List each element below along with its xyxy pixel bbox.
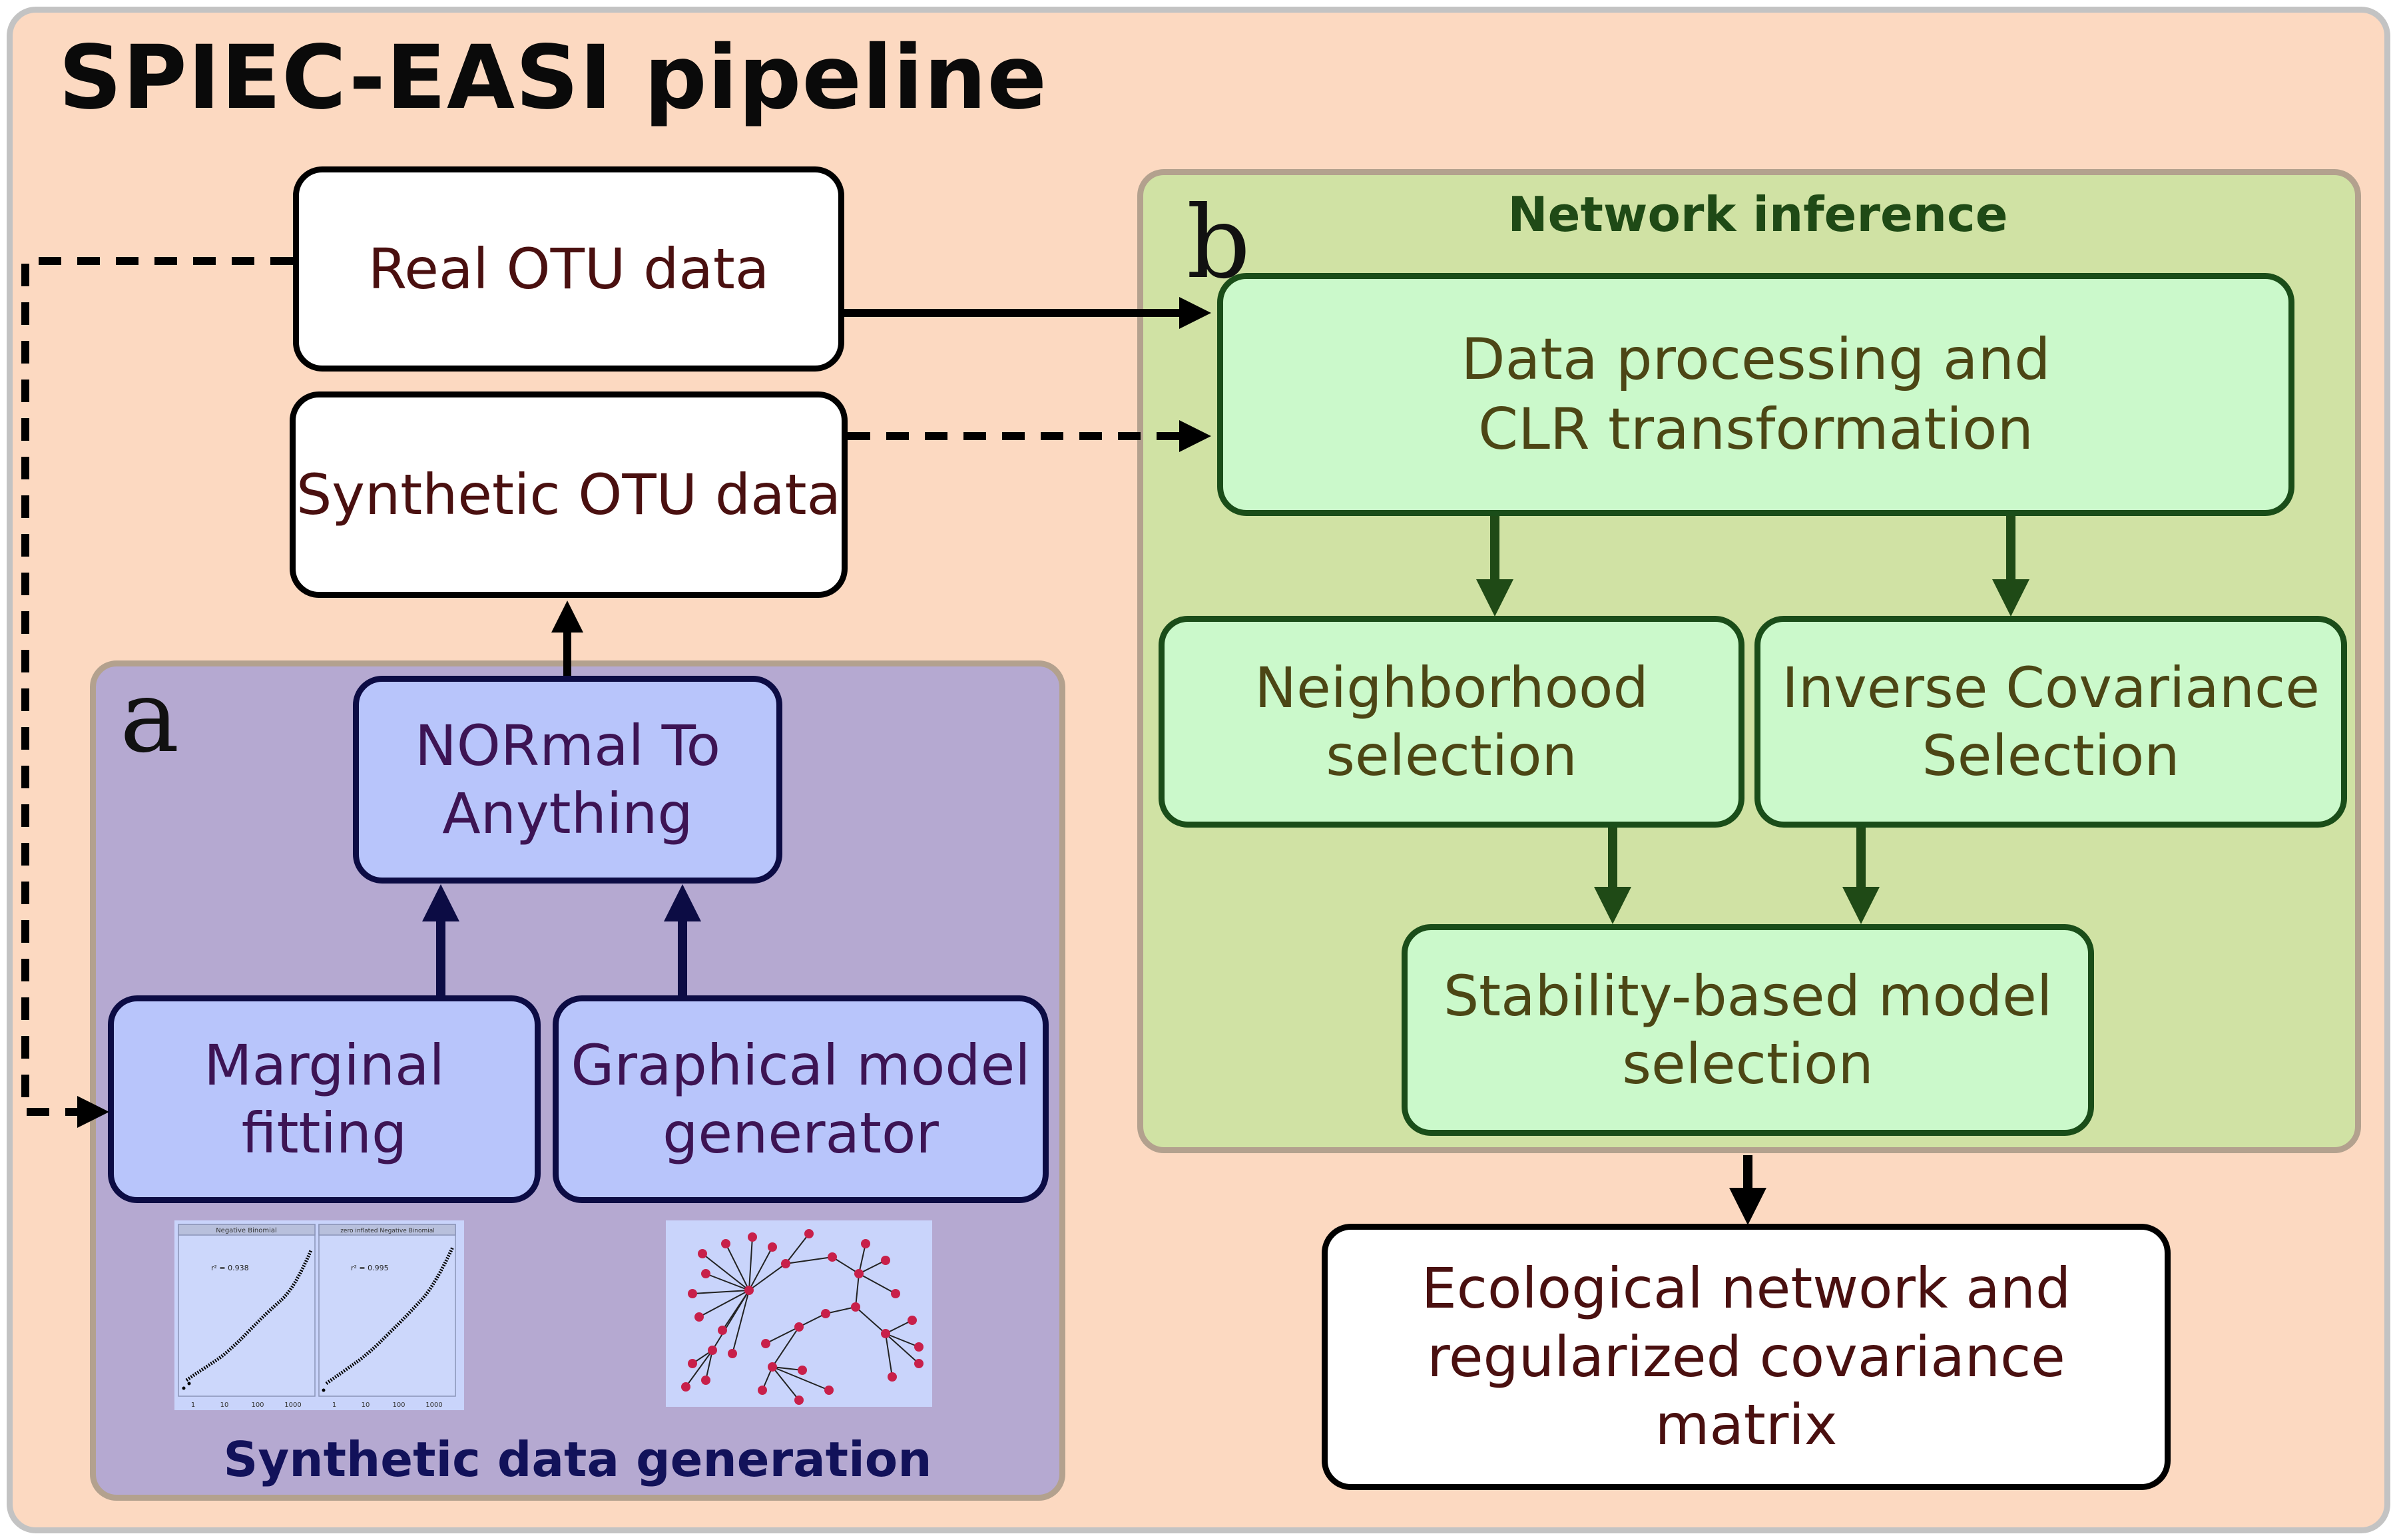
network-edge bbox=[785, 1256, 833, 1264]
network-edge bbox=[885, 1333, 920, 1348]
network-edge bbox=[858, 1273, 896, 1294]
network-edge bbox=[772, 1366, 803, 1371]
network-edge bbox=[772, 1366, 800, 1401]
network-node bbox=[694, 1312, 704, 1322]
marginal-fitting-box: Marginal fitting bbox=[108, 995, 541, 1203]
network-edge bbox=[772, 1326, 800, 1368]
network-edge bbox=[748, 1263, 786, 1291]
network-edge bbox=[748, 1236, 753, 1291]
network-edge bbox=[785, 1233, 810, 1264]
qq-right-tick: 10 bbox=[362, 1402, 370, 1409]
network-edge bbox=[832, 1256, 860, 1274]
pipeline-title: SPIEC-EASI pipeline bbox=[59, 27, 1047, 129]
qq-left-facet-title: Negative Binomial bbox=[216, 1227, 277, 1234]
network-node bbox=[781, 1259, 790, 1268]
network-edge bbox=[732, 1290, 750, 1354]
network-edge bbox=[885, 1333, 920, 1364]
network-edge bbox=[855, 1273, 860, 1308]
qq-right-tick: 100 bbox=[392, 1402, 405, 1409]
network-edge bbox=[858, 1260, 886, 1274]
network-node bbox=[854, 1269, 864, 1278]
ecological-network-output-box: Ecological network and regularized covar… bbox=[1322, 1224, 2171, 1490]
network-edge bbox=[685, 1350, 713, 1388]
network-node bbox=[881, 1329, 890, 1338]
network-edge bbox=[702, 1253, 750, 1291]
qq-left-points bbox=[185, 1250, 313, 1382]
network-node bbox=[701, 1376, 710, 1385]
network-edge bbox=[765, 1326, 800, 1344]
network-edge bbox=[725, 1243, 750, 1291]
network-node bbox=[768, 1242, 777, 1252]
network-node bbox=[794, 1322, 804, 1332]
qq-right-points bbox=[325, 1246, 455, 1386]
qq-right-facet-title: zero inflated Negative Binomial bbox=[340, 1228, 435, 1234]
network-node bbox=[761, 1339, 770, 1348]
network-node bbox=[861, 1239, 870, 1248]
network-node bbox=[698, 1249, 707, 1258]
network-edge bbox=[858, 1243, 866, 1274]
network-edge bbox=[698, 1290, 750, 1318]
network-node bbox=[804, 1229, 814, 1238]
panel-a-letter: a bbox=[120, 659, 180, 775]
dashed-arrow-real-to-marginal bbox=[21, 257, 293, 1128]
graphical-model-generator-box: Graphical model generator bbox=[553, 995, 1049, 1203]
network-node bbox=[914, 1359, 924, 1368]
network-node bbox=[768, 1362, 777, 1372]
panel-a-title: Synthetic data generation bbox=[223, 1431, 932, 1487]
network-node bbox=[718, 1326, 727, 1335]
network-node bbox=[688, 1289, 697, 1298]
real-otu-data-box: Real OTU data bbox=[293, 166, 844, 372]
qq-plot-thumbnail: Negative Binomial r² = 0.938 zero inflat… bbox=[174, 1220, 464, 1410]
qq-left-tick: 1 bbox=[191, 1402, 195, 1409]
network-node bbox=[821, 1309, 830, 1318]
qq-right-tick: 1 bbox=[332, 1402, 336, 1409]
clr-transformation-box: Data processing and CLR transformation bbox=[1217, 273, 2294, 516]
network-node bbox=[828, 1252, 837, 1262]
network-node bbox=[794, 1396, 804, 1405]
network-edge bbox=[705, 1350, 713, 1381]
stability-model-selection-box: Stability-based model selection bbox=[1402, 924, 2094, 1136]
network-node bbox=[891, 1289, 900, 1298]
network-node bbox=[748, 1232, 757, 1242]
qq-right-tick: 1000 bbox=[425, 1402, 442, 1409]
network-node bbox=[851, 1302, 860, 1312]
network-node bbox=[728, 1349, 737, 1358]
network-node bbox=[744, 1286, 754, 1295]
network-edge bbox=[825, 1306, 856, 1314]
network-node bbox=[681, 1382, 690, 1392]
panel-b-title: Network inference bbox=[1507, 186, 2008, 242]
network-edge bbox=[855, 1306, 886, 1334]
network-node bbox=[914, 1342, 924, 1352]
qq-left-tick: 1000 bbox=[284, 1402, 301, 1409]
network-node bbox=[688, 1359, 697, 1368]
network-edge bbox=[748, 1246, 773, 1291]
network-node bbox=[721, 1239, 730, 1248]
network-edge bbox=[772, 1366, 830, 1391]
qq-right-r2: r² = 0.995 bbox=[351, 1264, 389, 1272]
network-edge bbox=[692, 1290, 750, 1294]
network-edge bbox=[712, 1290, 750, 1351]
network-node bbox=[908, 1316, 917, 1325]
synthetic-otu-data-box: Synthetic OTU data bbox=[290, 391, 848, 598]
network-edge bbox=[885, 1333, 893, 1378]
network-node bbox=[701, 1269, 710, 1278]
norta-box: NORmal To Anything bbox=[353, 676, 782, 884]
neighborhood-selection-box: Neighborhood selection bbox=[1159, 616, 1744, 828]
network-node bbox=[824, 1386, 834, 1395]
qq-left-tick: 10 bbox=[220, 1402, 229, 1409]
network-node bbox=[708, 1346, 717, 1355]
network-node bbox=[888, 1372, 897, 1382]
network-edge bbox=[885, 1320, 913, 1334]
network-edge bbox=[705, 1273, 750, 1291]
network-node bbox=[758, 1386, 767, 1395]
qq-left-r2: r² = 0.938 bbox=[211, 1264, 249, 1272]
network-node bbox=[881, 1256, 890, 1265]
network-node bbox=[798, 1366, 807, 1375]
network-edge bbox=[798, 1313, 826, 1328]
qq-left-tick: 100 bbox=[251, 1402, 264, 1409]
inverse-covariance-selection-box: Inverse Covariance Selection bbox=[1754, 616, 2347, 828]
network-graph-thumbnail bbox=[666, 1220, 932, 1407]
